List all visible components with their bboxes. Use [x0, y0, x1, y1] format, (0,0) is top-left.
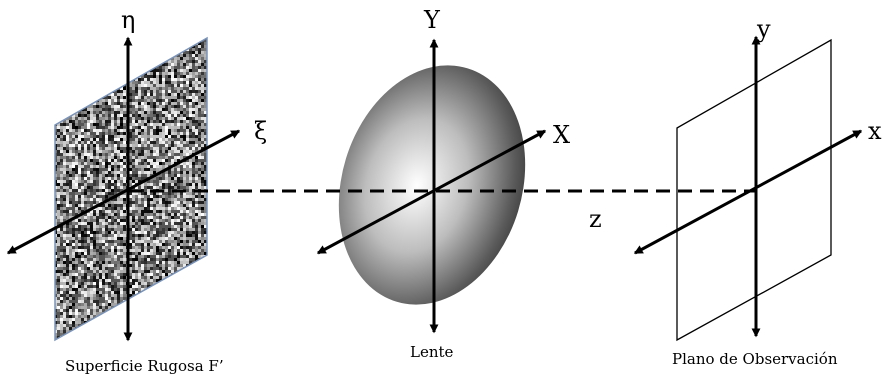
optical-axis-label: z — [589, 205, 602, 233]
rough-surface-caption: Superficie Rugosa F’ — [65, 357, 224, 375]
eta-axis-label: η — [121, 6, 135, 34]
observation-plane-caption: Plano de Observación — [672, 350, 838, 368]
xi-axis-arrow — [6, 129, 241, 255]
lens-y-label: Y — [423, 6, 441, 34]
lens-caption: Lente — [410, 343, 454, 361]
obs-x-axis-arrow — [633, 129, 863, 255]
obs-y-label: y — [756, 15, 771, 43]
obs-x-label: x — [868, 117, 882, 145]
observation-plane — [676, 38, 832, 342]
xi-axis-label: ξ — [254, 117, 267, 145]
lens-body — [338, 65, 526, 305]
lens-x-axis-arrow — [316, 129, 547, 255]
lens-x-label: X — [553, 121, 570, 149]
